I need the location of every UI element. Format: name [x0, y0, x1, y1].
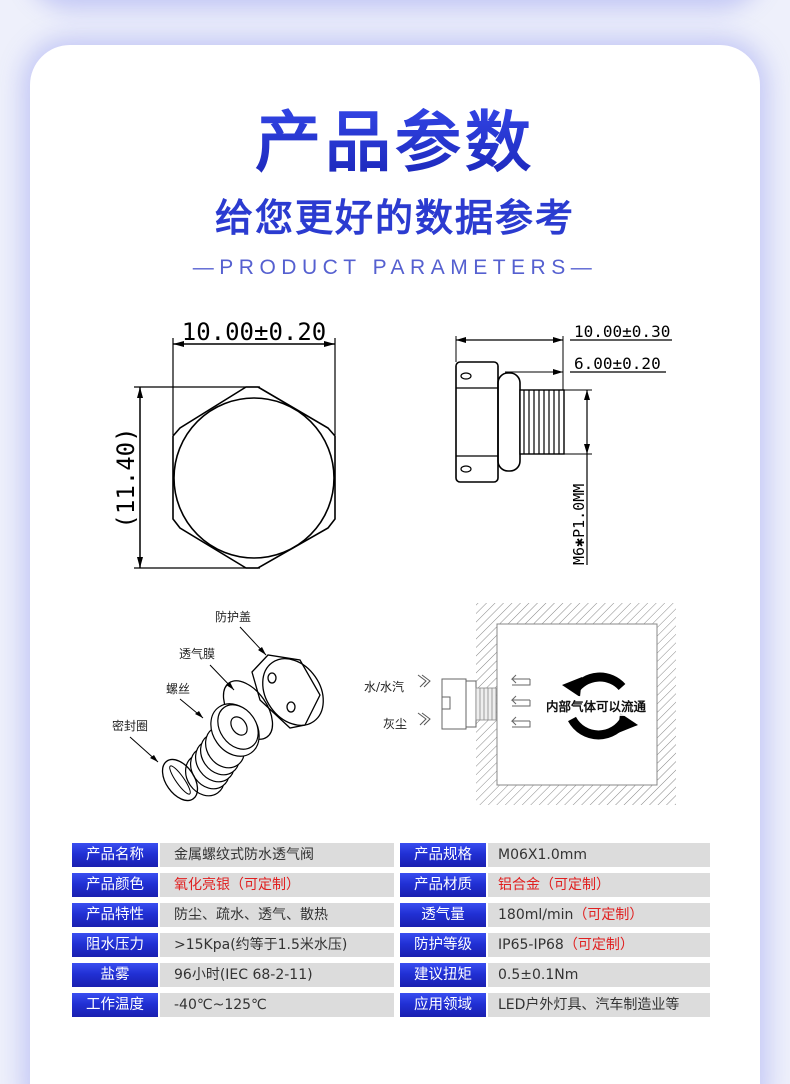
table-row: 产品名称 金属螺纹式防水透气阀 产品规格 M06X1.0mm — [72, 843, 720, 867]
param-label: 产品颜色 — [72, 873, 158, 897]
param-label: 盐雾 — [72, 963, 158, 987]
height-dimension: (11.40) — [112, 427, 140, 528]
param-label: 产品材质 — [400, 873, 486, 897]
param-label: 工作温度 — [72, 993, 158, 1017]
english-subtitle: —PRODUCT PARAMETERS— — [192, 256, 598, 279]
param-value: 金属螺纹式防水透气阀 — [160, 843, 394, 867]
table-row: 盐雾 96小时(IEC 68-2-11) 建议扭矩 0.5±0.1Nm — [72, 963, 720, 987]
page-subtitle: 给您更好的数据参考 — [214, 196, 575, 240]
param-value: IP65-IP68（可定制） — [488, 933, 710, 957]
table-row: 产品颜色 氧化亮银（可定制） 产品材质 铝合金（可定制） — [72, 873, 720, 897]
side-view-drawing: 10.00±0.30 6.00±0.20 M6✱P1.0M — [440, 310, 690, 580]
param-label: 防护等级 — [400, 933, 486, 957]
param-value: 铝合金（可定制） — [488, 873, 710, 897]
label-seal-ring: 密封圈 — [112, 718, 148, 733]
param-value: 180ml/min（可定制） — [488, 903, 710, 927]
table-row: 工作温度 -40℃~125℃ 应用领域 LED户外灯具、汽车制造业等 — [72, 993, 720, 1017]
param-label: 产品规格 — [400, 843, 486, 867]
page-title: 产品参数 — [0, 103, 790, 183]
label-internal-airflow: 内部气体可以流通 — [546, 699, 647, 714]
param-label: 阻水压力 — [72, 933, 158, 957]
param-label: 透气量 — [400, 903, 486, 927]
exploded-view-drawing: 防护盖 透气膜 螺丝 密封圈 — [100, 600, 340, 810]
param-value: 氧化亮银（可定制） — [160, 873, 394, 897]
principle-diagram: 水/水汽 灰尘 内部气体可以流通 — [350, 595, 690, 815]
thread-spec: M6✱P1.0MM — [570, 484, 588, 565]
label-membrane: 透气膜 — [179, 646, 215, 661]
param-value: LED户外灯具、汽车制造业等 — [488, 993, 710, 1017]
param-label: 建议扭矩 — [400, 963, 486, 987]
parameters-table: 产品名称 金属螺纹式防水透气阀 产品规格 M06X1.0mm 产品颜色 氧化亮银… — [72, 843, 720, 1023]
param-value: 0.5±0.1Nm — [488, 963, 710, 987]
param-value: >15Kpa(约等于1.5米水压) — [160, 933, 394, 957]
label-protective-cap: 防护盖 — [215, 609, 251, 624]
label-dust: 灰尘 — [383, 717, 407, 731]
param-label: 产品特性 — [72, 903, 158, 927]
front-view-drawing: 10.00±0.20 (11.40) — [100, 310, 360, 580]
param-label: 应用领域 — [400, 993, 486, 1017]
thread-length-dimension: 6.00±0.20 — [574, 354, 661, 373]
param-value: -40℃~125℃ — [160, 993, 394, 1017]
length-dimension: 10.00±0.30 — [574, 322, 670, 341]
table-row: 产品特性 防尘、疏水、透气、散热 透气量 180ml/min（可定制） — [72, 903, 720, 927]
label-water: 水/水汽 — [364, 679, 404, 694]
param-value: 防尘、疏水、透气、散热 — [160, 903, 394, 927]
param-value: M06X1.0mm — [488, 843, 710, 867]
param-value: 96小时(IEC 68-2-11) — [160, 963, 394, 987]
width-dimension: 10.00±0.20 — [182, 318, 327, 346]
table-row: 阻水压力 >15Kpa(约等于1.5米水压) 防护等级 IP65-IP68（可定… — [72, 933, 720, 957]
param-label: 产品名称 — [72, 843, 158, 867]
label-screw: 螺丝 — [166, 682, 190, 696]
